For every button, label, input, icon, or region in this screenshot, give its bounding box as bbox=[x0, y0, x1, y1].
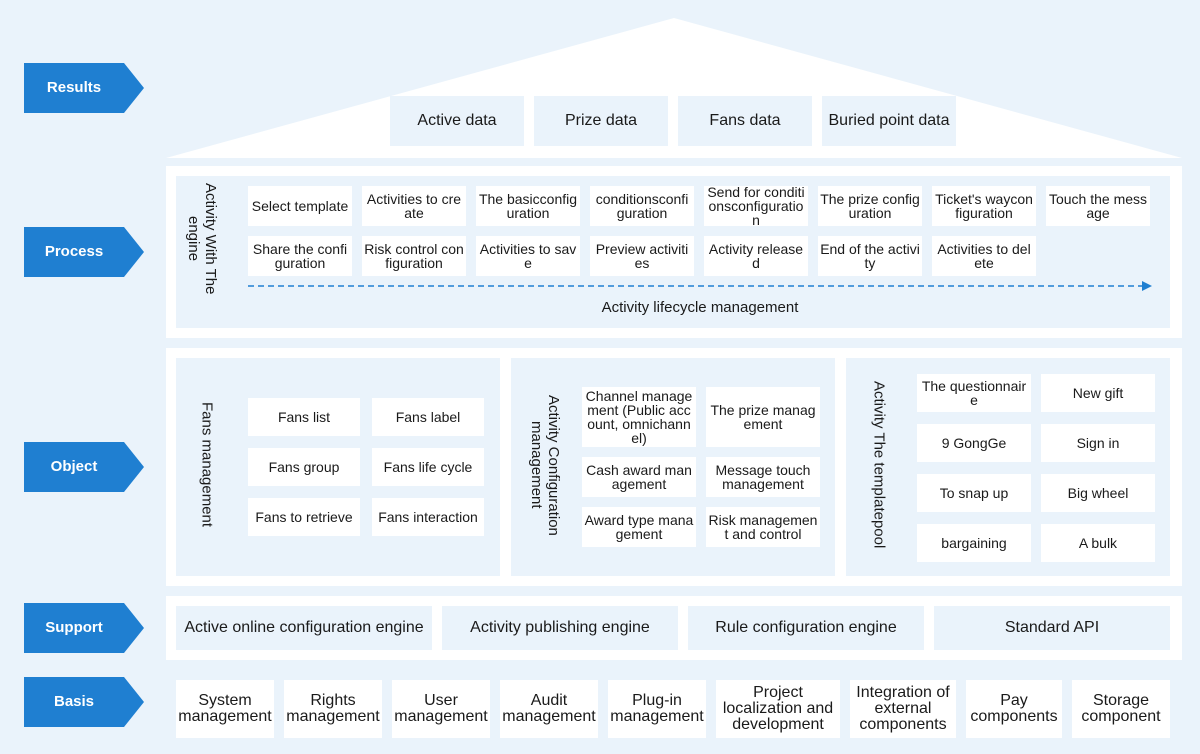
basis-item: Plug-in management bbox=[608, 680, 706, 738]
process-item: Ticket's wayconfiguration bbox=[932, 186, 1036, 226]
template-item: bargaining bbox=[917, 524, 1031, 562]
activity-template-pool-title: Activity The templatepool bbox=[870, 381, 888, 549]
object-label: Object bbox=[24, 442, 144, 492]
config-item: Channel management (Public account, omni… bbox=[582, 387, 696, 447]
process-label: Process bbox=[24, 227, 144, 277]
config-item: Message touch management bbox=[706, 457, 820, 497]
fans-item: Fans to retrieve bbox=[248, 498, 360, 536]
template-item: To snap up bbox=[917, 474, 1031, 512]
template-item: Big wheel bbox=[1041, 474, 1155, 512]
basis-item: Rights management bbox=[284, 680, 382, 738]
process-item: Send for conditionsconfiguration bbox=[704, 185, 808, 227]
basis-item: Integration of external components bbox=[850, 680, 956, 738]
config-item: Risk management and control bbox=[706, 507, 820, 547]
process-item: conditionsconfiguration bbox=[590, 186, 694, 226]
process-item: Preview activities bbox=[590, 236, 694, 276]
result-buried-point-data: Buried point data bbox=[822, 96, 956, 146]
result-fans-data: Fans data bbox=[678, 96, 812, 146]
process-item: The prize configuration bbox=[818, 186, 922, 226]
process-item: Risk control configuration bbox=[362, 236, 466, 276]
config-item: The prize management bbox=[706, 387, 820, 447]
activity-configuration-title: Activity Configuration management bbox=[528, 394, 562, 536]
fans-item: Fans group bbox=[248, 448, 360, 486]
lifecycle-arrow bbox=[248, 281, 1152, 291]
support-item: Rule configuration engine bbox=[688, 606, 924, 650]
template-item: The questionnaire bbox=[917, 374, 1031, 412]
fans-item: Fans life cycle bbox=[372, 448, 484, 486]
process-item: Activities to save bbox=[476, 236, 580, 276]
fans-management-title: Fans management bbox=[198, 402, 216, 528]
template-item: A bulk bbox=[1041, 524, 1155, 562]
support-item: Standard API bbox=[934, 606, 1170, 650]
template-item: Sign in bbox=[1041, 424, 1155, 462]
basis-item: Audit management bbox=[500, 680, 598, 738]
support-item: Activity publishing engine bbox=[442, 606, 678, 650]
basis-item: User management bbox=[392, 680, 490, 738]
results-label: Results bbox=[24, 63, 144, 113]
process-item: Share the configuration bbox=[248, 236, 352, 276]
process-item: Touch the message bbox=[1046, 186, 1150, 226]
basis-item: Pay components bbox=[966, 680, 1062, 738]
template-item: 9 GongGe bbox=[917, 424, 1031, 462]
results-roof bbox=[166, 18, 1182, 158]
process-item: Select template bbox=[248, 186, 352, 226]
fans-item: Fans list bbox=[248, 398, 360, 436]
support-label: Support bbox=[24, 603, 144, 653]
support-item: Active online configuration engine bbox=[176, 606, 432, 650]
fans-item: Fans label bbox=[372, 398, 484, 436]
config-item: Award type management bbox=[582, 507, 696, 547]
basis-label: Basis bbox=[24, 677, 144, 727]
result-active-data: Active data bbox=[390, 96, 524, 146]
process-item: The basicconfiguration bbox=[476, 186, 580, 226]
result-prize-data: Prize data bbox=[534, 96, 668, 146]
template-item: New gift bbox=[1041, 374, 1155, 412]
basis-item: System management bbox=[176, 680, 274, 738]
config-item: Cash award management bbox=[582, 457, 696, 497]
process-item: Activity released bbox=[704, 236, 808, 276]
basis-item: Storage component bbox=[1072, 680, 1170, 738]
process-item: End of the activity bbox=[818, 236, 922, 276]
basis-item: Project localization and development bbox=[716, 680, 840, 738]
lifecycle-label: Activity lifecycle management bbox=[601, 299, 799, 316]
process-side-title: Activity With The engine bbox=[185, 183, 219, 295]
process-item: Activities to delete bbox=[932, 236, 1036, 276]
process-item: Activities to create bbox=[362, 186, 466, 226]
fans-item: Fans interaction bbox=[372, 498, 484, 536]
